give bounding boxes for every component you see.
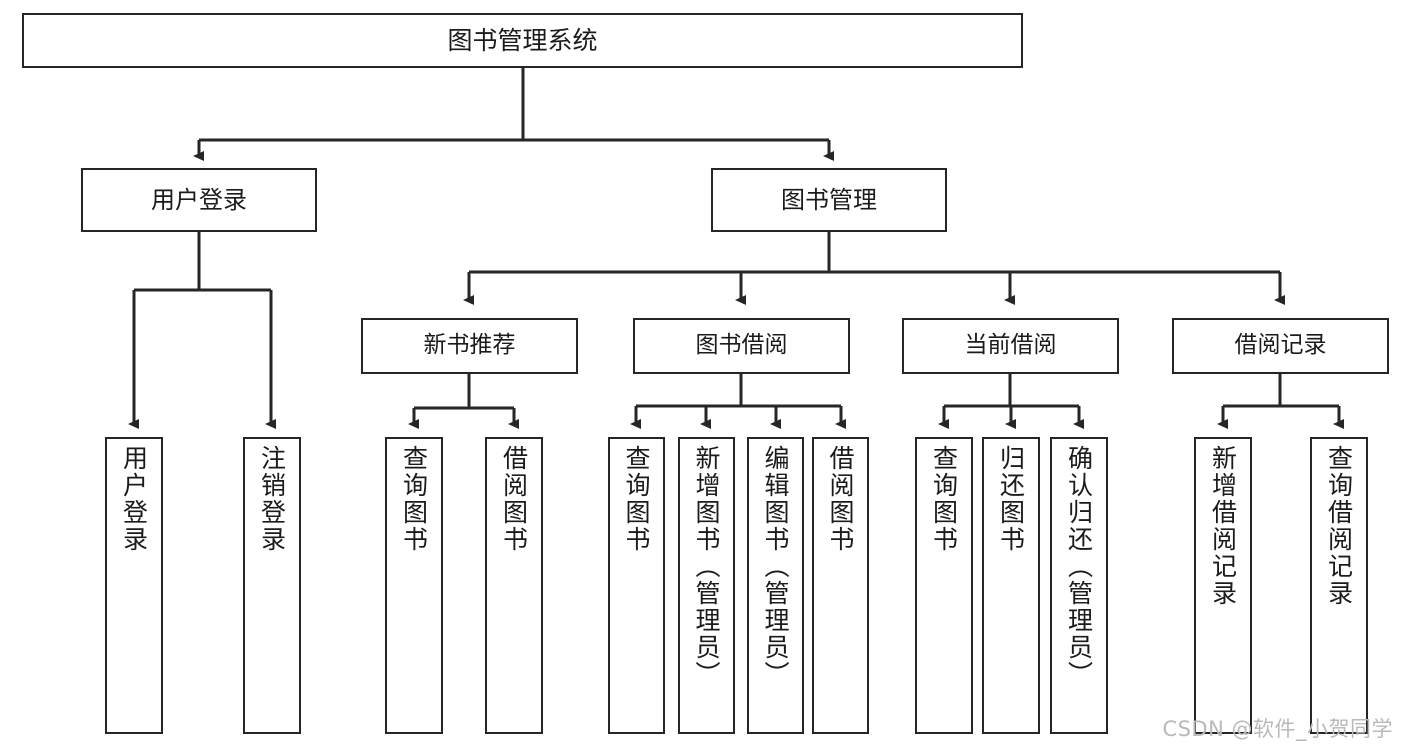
node-leaf-query-record[interactable]: 查询借阅记录 — [1310, 437, 1368, 734]
node-label: 借阅图书 — [499, 445, 529, 553]
node-label: 查询图书 — [929, 445, 959, 553]
node-label: 查询借阅记录 — [1324, 445, 1354, 607]
node-leaf-confirm-return[interactable]: 确认归还（管理员） — [1050, 437, 1108, 734]
node-user-login[interactable]: 用户登录 — [81, 168, 317, 232]
node-leaf-user-logout[interactable]: 注销登录 — [243, 437, 301, 734]
node-label: 图书管理 — [781, 185, 877, 214]
node-label: 注销登录 — [257, 445, 287, 553]
node-book-borrow[interactable]: 图书借阅 — [633, 318, 850, 374]
node-leaf-add-book[interactable]: 新增图书（管理员） — [678, 437, 735, 734]
node-leaf-return-book[interactable]: 归还图书 — [982, 437, 1040, 734]
node-root-system[interactable]: 图书管理系统 — [22, 13, 1023, 68]
node-current-borrow[interactable]: 当前借阅 — [902, 318, 1119, 374]
node-label: 当前借阅 — [964, 332, 1057, 359]
csdn-watermark: CSDN @软件_小贺同学 — [1162, 717, 1393, 741]
node-label: 归还图书 — [996, 445, 1026, 553]
node-label: 查询图书 — [399, 445, 429, 553]
node-leaf-borrow-book-1[interactable]: 借阅图书 — [485, 437, 543, 734]
node-label: 编辑图书（管理员） — [761, 445, 790, 688]
node-borrow-record[interactable]: 借阅记录 — [1172, 318, 1389, 374]
node-label: 新书推荐 — [423, 332, 516, 359]
node-label: 用户登录 — [151, 185, 247, 214]
node-label: 新增图书（管理员） — [692, 445, 721, 688]
node-label: 用户登录 — [119, 445, 149, 553]
node-label: 图书管理系统 — [447, 25, 598, 55]
node-label: 确认归还（管理员） — [1064, 445, 1094, 688]
node-label: 图书借阅 — [695, 332, 788, 359]
node-leaf-query-book-2[interactable]: 查询图书 — [608, 437, 665, 734]
node-book-management[interactable]: 图书管理 — [711, 168, 947, 232]
node-label: 借阅图书 — [826, 445, 855, 553]
node-leaf-user-login[interactable]: 用户登录 — [105, 437, 163, 734]
node-leaf-query-book-1[interactable]: 查询图书 — [385, 437, 443, 734]
node-new-book-recommend[interactable]: 新书推荐 — [361, 318, 578, 374]
node-leaf-add-record[interactable]: 新增借阅记录 — [1194, 437, 1252, 734]
node-leaf-query-book-3[interactable]: 查询图书 — [915, 437, 973, 734]
node-leaf-edit-book[interactable]: 编辑图书（管理员） — [747, 437, 804, 734]
node-label: 新增借阅记录 — [1208, 445, 1238, 607]
node-label: 查询图书 — [622, 445, 651, 553]
node-label: 借阅记录 — [1234, 332, 1327, 359]
node-leaf-borrow-book-2[interactable]: 借阅图书 — [812, 437, 869, 734]
